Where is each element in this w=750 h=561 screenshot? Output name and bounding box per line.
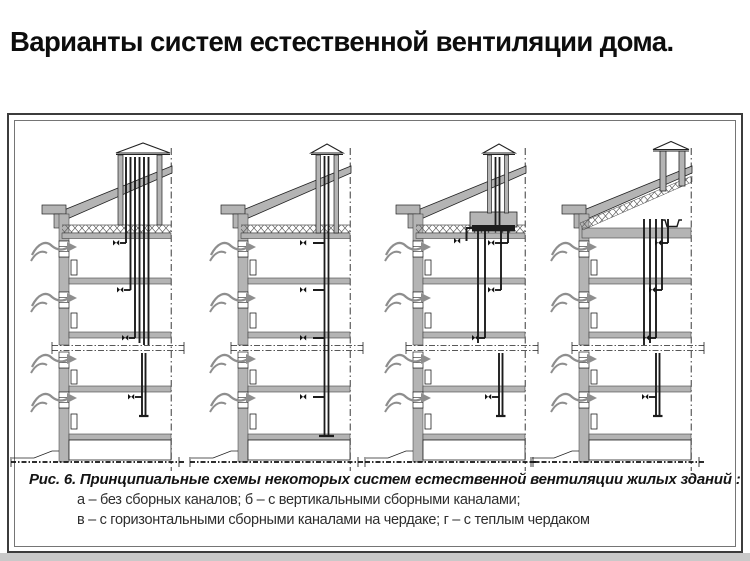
figure-caption: Рис. 6. Принципиальные схемы некоторых с… [15,471,741,528]
building-shell [531,148,705,471]
floor-channels [643,219,669,418]
building-shell [365,148,539,471]
figure-caption-heading: Рис. 6. Принципиальные схемы некоторых с… [29,471,741,488]
condensate-tray-icon [662,219,682,228]
shaft-cap-icon [480,143,518,154]
diagram-scheme-b [190,143,364,471]
figure-caption-line-vg: в – с горизонтальными сборными каналами … [77,512,590,528]
shaft-cap-icon [115,142,171,154]
diagram-scheme-v [365,143,539,471]
figure-caption-line-ab: а – без сборных каналов; б – с вертикаль… [77,492,521,508]
diagram-scheme-g [531,140,705,472]
attic-insulated-floor [61,224,172,239]
roof-shaft [480,143,518,225]
attic-insulated-floor [240,224,351,239]
floor-channels [477,231,509,418]
shaft-cap-icon [308,143,346,154]
roof-shaft [652,140,690,192]
figure-inner-frame: Рис. 6. Принципиальные схемы некоторых с… [14,120,741,547]
roof-shaft [115,142,171,226]
vertical-collector-trunk [313,156,334,438]
exhaust-grilles [113,240,142,400]
figure-frame: Рис. 6. Принципиальные схемы некоторых с… [7,113,743,553]
shaft-cap-icon [652,140,690,151]
exhaust-grilles [642,240,668,400]
individual-exhaust-channels [125,157,150,418]
page-title: Варианты систем естественной вентиляции … [10,26,674,57]
slide-bottom-edge [0,553,750,561]
roof-shaft [308,143,346,234]
exhaust-grilles [300,240,307,400]
diagram-scheme-a [11,142,185,471]
ventilation-diagrams [15,140,741,477]
exhaust-grilles [454,238,508,400]
attic-collector-box [465,211,518,241]
